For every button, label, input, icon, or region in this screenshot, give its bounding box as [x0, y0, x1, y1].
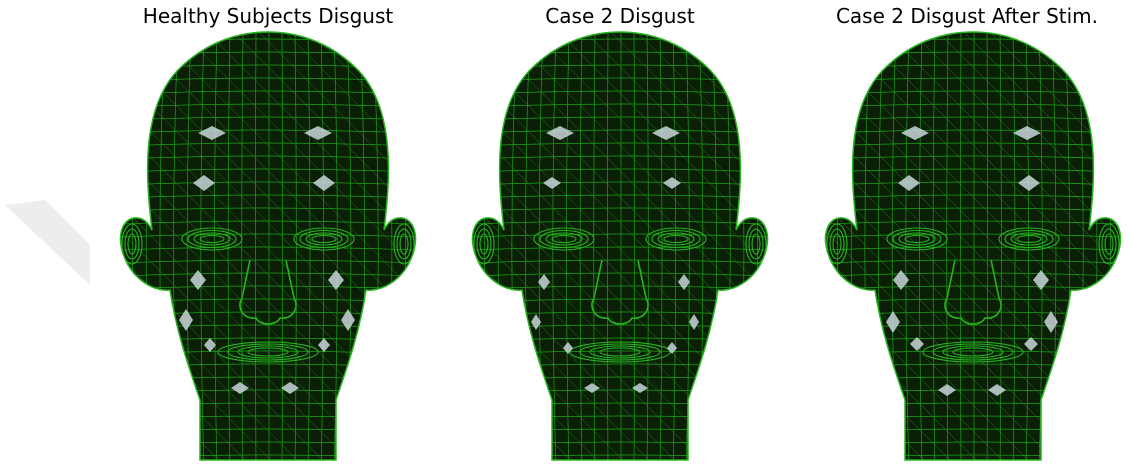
panel-title: Case 2 Disgust	[452, 4, 788, 28]
panel-title: Case 2 Disgust After Stim.	[805, 4, 1129, 28]
panel-case2: Case 2 Disgust	[452, 0, 788, 471]
panel-case2-after-stim: Case 2 Disgust After Stim.	[805, 0, 1129, 471]
face-mesh	[452, 30, 788, 471]
head-silhouette	[473, 32, 768, 460]
head-silhouette	[826, 32, 1121, 460]
panel-title: Healthy Subjects Disgust	[100, 4, 436, 28]
head-silhouette	[121, 32, 416, 460]
watermark-shape	[0, 180, 100, 290]
face-mesh	[805, 30, 1129, 471]
panel-healthy-subjects: Healthy Subjects Disgust	[100, 0, 436, 471]
face-mesh	[100, 30, 436, 471]
